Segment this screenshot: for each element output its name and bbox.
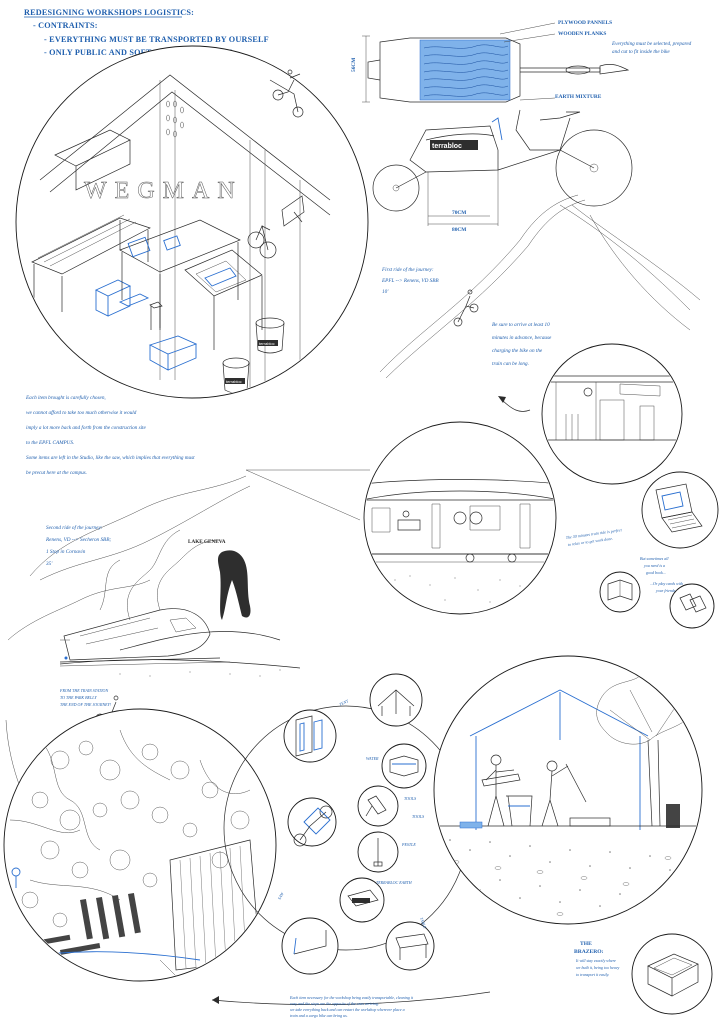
tool-label-1: TENT bbox=[338, 698, 349, 707]
journey-1-notes: First ride of the journey: EPFL --> Rene… bbox=[381, 266, 552, 367]
tool-node-pestle bbox=[357, 831, 399, 873]
journey1-line-2: EPFL --> Renens, VD SBB bbox=[381, 278, 439, 284]
header: REDESIGNING WORKSHOPS LOGISTICS: - CONTR… bbox=[24, 8, 269, 57]
tool-label-3: TOOLS bbox=[412, 814, 424, 819]
rider-icon bbox=[453, 289, 479, 327]
book-note-line-3: good book... bbox=[646, 570, 666, 575]
map-marker-icon bbox=[11, 867, 21, 888]
advice-line-3: charging the bike on the bbox=[492, 348, 543, 354]
studio-note-line-5: Some items are left in the Studio, like … bbox=[26, 454, 195, 461]
studio-note-line-1: Each item brought is carefully chosen, bbox=[25, 394, 106, 401]
train-note-line-2: to relax or to get work done. bbox=[567, 536, 613, 547]
label-plywood: PLYWOOD PANNELS bbox=[558, 20, 612, 26]
advice-line-2: minutes in advance, because bbox=[492, 335, 552, 341]
site-circle: THE BRAZERO: It will stay exactly where … bbox=[433, 655, 703, 977]
footer-line-1: Each item necessary for the workshop bei… bbox=[289, 995, 414, 1001]
tool-node-saw bbox=[281, 917, 339, 975]
lake-scene: Second ride of the journey: Renens, VD -… bbox=[7, 475, 301, 677]
tools-ring: TENT TOOLS TOOLS PESTLE TERRABLOC EARTH … bbox=[223, 673, 469, 975]
tool-label-4: PESTLE bbox=[401, 842, 416, 847]
cards-note-line-2: your friends bbox=[655, 588, 676, 593]
bag-label-2: terrabloc bbox=[226, 379, 242, 384]
arrival-line-2: TO THE PARK BELLY bbox=[60, 695, 97, 700]
constraints-label: - CONTRAINTS: bbox=[33, 21, 98, 30]
cargo-bike-icon bbox=[269, 69, 304, 118]
footer-line-2: easy and the steps are the opposite of t… bbox=[290, 1001, 379, 1006]
footer-line-4: train and a cargo bike can bring us. bbox=[290, 1013, 348, 1018]
brazero-note-line-3: to transport it easily. bbox=[576, 972, 609, 977]
constraint-1: - EVERYTHING MUST BE TRANSPORTED BY OURS… bbox=[44, 35, 269, 44]
journey2-line-1: Second ride of the journey: bbox=[46, 524, 103, 531]
leisure-notes: But sometimes all you need is a good boo… bbox=[599, 556, 715, 629]
lake-label: LAKE GENEVA bbox=[188, 539, 226, 545]
tool-node-tent bbox=[369, 673, 423, 727]
brazero-note-line-1: It will stay exactly where bbox=[575, 958, 616, 963]
constraint-2: - ONLY PUBLIC AND SOFT TRANSPORTATION bbox=[44, 48, 232, 57]
tool-label-2: TOOLS bbox=[404, 796, 416, 801]
studio-note-line-3: imply a lot more back and forth from the… bbox=[26, 424, 146, 431]
bike-note-line-2: and cut to fit inside the bike bbox=[612, 48, 670, 55]
tool-node-water bbox=[381, 743, 427, 789]
advice-line-4: train can be long. bbox=[492, 361, 529, 367]
dim-height: 56CM bbox=[351, 58, 357, 72]
train-interior-circle: The 30 minutes train ride is perfect to … bbox=[363, 421, 623, 615]
brazero-title-2: BRAZERO: bbox=[574, 949, 604, 955]
cards-note-line-1: ...Or play cards with bbox=[650, 581, 683, 586]
bike-note-line-1: Everything must be selected, prepared bbox=[611, 41, 692, 47]
advice-line-1: Be sure to arrive at least 10 bbox=[492, 322, 550, 328]
arrival-line-3: THE END OF THE JOURNEY! bbox=[60, 702, 112, 707]
laptop-circle bbox=[641, 471, 719, 549]
bag-label-1: terrabloc bbox=[259, 341, 275, 346]
platform-circle bbox=[541, 343, 683, 485]
header-title: REDESIGNING WORKSHOPS LOGISTICS: bbox=[24, 8, 194, 17]
tool-node-rack bbox=[283, 709, 337, 763]
studio-note-line-4: to the EPFL CAMPUS. bbox=[26, 440, 74, 446]
book-note-line-1: But sometimes all bbox=[640, 556, 669, 561]
journey1-line-1: First ride of the journey: bbox=[381, 266, 434, 273]
tool-node-table bbox=[385, 921, 435, 971]
studio-circle: WEGMAN bbox=[15, 45, 369, 399]
tool-label-7: WATER bbox=[366, 756, 379, 761]
studio-sign: WEGMAN bbox=[84, 178, 243, 204]
label-planks: WOODEN PLANKS bbox=[558, 31, 606, 37]
site-map-circle bbox=[3, 708, 277, 982]
dim-70: 70CM bbox=[452, 210, 466, 216]
brazero-circle bbox=[631, 933, 713, 1015]
studio-note-line-6: be precut here at the campus. bbox=[26, 470, 87, 476]
bike-brand: terrabloc bbox=[432, 143, 462, 150]
book-note-line-2: you need is a bbox=[643, 563, 665, 568]
studio-note: Each item brought is carefully chosen, w… bbox=[25, 394, 195, 476]
tool-node-tools bbox=[357, 785, 399, 827]
bike-loading-diagram: 56CM PLYWOOD PANNELS WOODEN PLANKS Every… bbox=[351, 20, 692, 233]
journey2-line-4: 35' bbox=[46, 561, 53, 567]
footer-note: Each item necessary for the workshop bei… bbox=[289, 995, 414, 1018]
journey1-line-3: 10' bbox=[382, 289, 389, 295]
tool-label-8: SAW bbox=[277, 891, 285, 901]
arrival-line-1: FROM THE TRAIN STATION bbox=[59, 688, 108, 693]
footer-line-3: we take everything back and can restart … bbox=[290, 1007, 405, 1012]
tool-label-6: TABLE bbox=[419, 917, 428, 930]
brazero-title-1: THE bbox=[580, 941, 592, 947]
dim-80: 80CM bbox=[452, 227, 466, 233]
studio-note-line-2: we cannot afford to take too much otherw… bbox=[26, 409, 137, 416]
tool-node-terrabloc bbox=[339, 877, 385, 923]
journey2-line-2: Renens, VD --> Secheron SBB; bbox=[45, 537, 111, 543]
brazero-note-line-2: we built it, being too heavy bbox=[576, 965, 620, 971]
tool-label-5: TERRABLOC EARTH bbox=[376, 880, 413, 885]
label-earth: EARTH MIXTURE bbox=[555, 94, 602, 100]
journey2-line-3: 1 Stop in Cornavin bbox=[46, 549, 86, 555]
